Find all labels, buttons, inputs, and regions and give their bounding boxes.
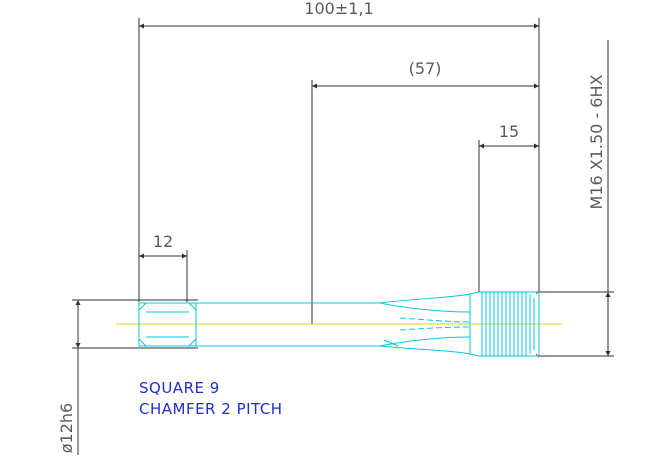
dimension-thread-diameter: M16 X1.50 - 6HX bbox=[539, 40, 614, 357]
flute-bottom bbox=[379, 345, 471, 355]
thread-body bbox=[469, 291, 540, 357]
dimension-reference-text: (57) bbox=[409, 59, 442, 78]
dimension-shank-diameter: ø12h6 bbox=[57, 299, 198, 455]
thread-spec-text: M16 X1.50 - 6HX bbox=[587, 74, 606, 209]
dimension-reference-length: (57) bbox=[311, 59, 539, 324]
dimension-thread-text: 15 bbox=[499, 122, 519, 141]
square-chamfer bbox=[138, 302, 197, 347]
dimension-square-length: 12 bbox=[139, 232, 188, 302]
thread-hatch bbox=[481, 292, 535, 356]
dimension-square-text: 12 bbox=[153, 232, 173, 251]
flute-top bbox=[379, 293, 471, 304]
tap-outline bbox=[138, 290, 540, 358]
note-square: SQUARE 9 bbox=[139, 379, 220, 397]
note-chamfer: CHAMFER 2 PITCH bbox=[139, 400, 283, 418]
dimension-diameter-text: ø12h6 bbox=[57, 403, 76, 453]
dimension-thread-length: 15 bbox=[478, 122, 539, 292]
dimension-overall-text: 100±1,1 bbox=[304, 0, 373, 18]
